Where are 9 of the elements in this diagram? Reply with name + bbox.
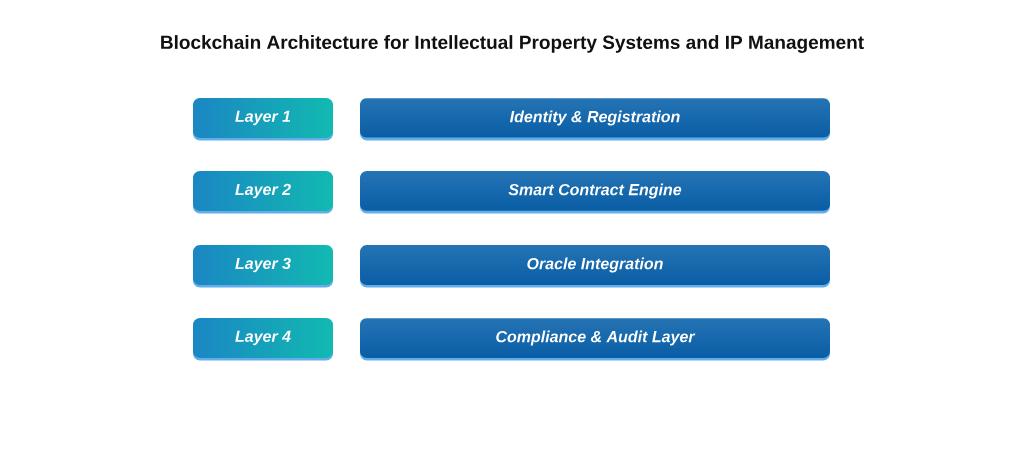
layer-box: Layer 3	[193, 245, 333, 288]
layer-bar: Identity & Registration	[360, 98, 830, 141]
layer-bar: Smart Contract Engine	[360, 171, 830, 214]
title: Blockchain Architecture for Intellectual Property Systems and IP Management	[161, 35, 864, 53]
layer-bar: Oracle Integration	[360, 245, 830, 288]
layer-box: Layer 1	[193, 98, 333, 141]
layer-box: Layer 4	[193, 318, 333, 361]
layer-bar: Compliance & Audit Layer	[360, 318, 830, 361]
layer-box: Layer 2	[193, 171, 333, 214]
